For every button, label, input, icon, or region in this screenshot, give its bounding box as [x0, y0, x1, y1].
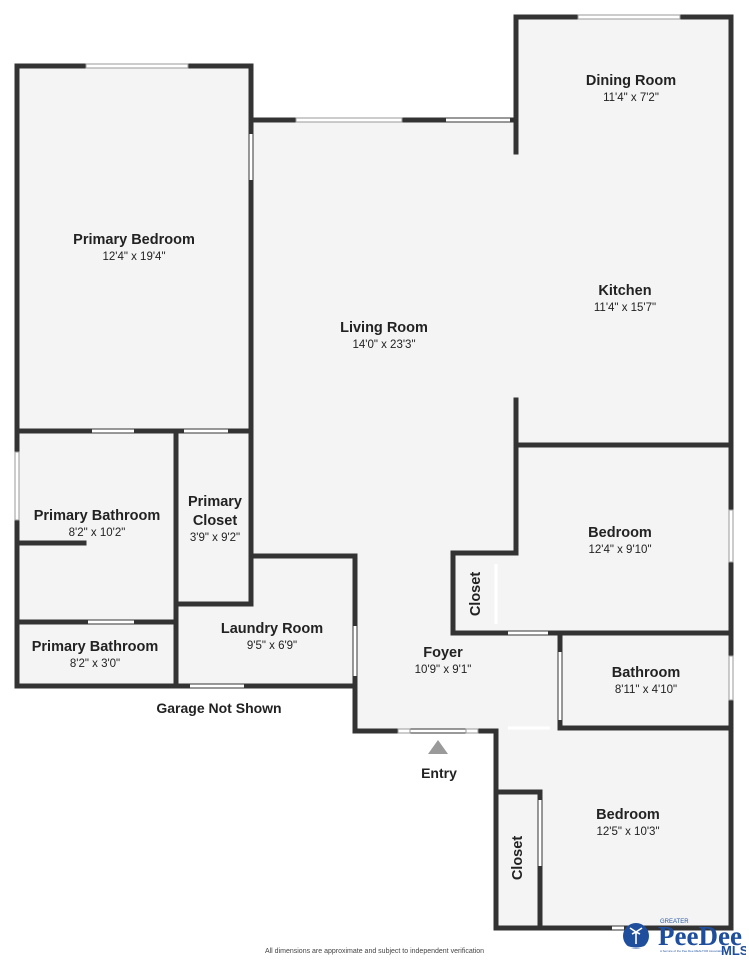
room-dims-primary-bathroom-1: 8'2" x 10'2": [69, 527, 126, 539]
room-dims-bathroom: 8'11" x 4'10": [615, 684, 677, 696]
room-dims-primary-closet: 3'9" x 9'2": [190, 532, 240, 544]
peedee-mls-logo: GREATER PeeDee MLS A Service of the Pee …: [623, 919, 746, 956]
windows: [15, 15, 733, 930]
room-dims-primary-bathroom-2: 8'2" x 3'0": [70, 658, 120, 670]
palmetto-icon: [623, 923, 649, 949]
room-name-foyer: Foyer: [423, 645, 463, 661]
room-name-primary-closet-line1: Primary: [188, 494, 242, 510]
room-name-kitchen: Kitchen: [598, 283, 651, 299]
room-name-bedroom-2: Bedroom: [596, 807, 660, 823]
room-dims-laundry-room: 9'5" x 6'9": [247, 640, 297, 652]
room-dims-bedroom-1: 12'4" x 9'10": [588, 544, 651, 556]
room-name-living-room: Living Room: [340, 320, 428, 336]
room-name-closet-2: Closet: [510, 836, 526, 880]
room-dims-primary-bedroom: 12'4" x 19'4": [102, 251, 165, 263]
window-frames: [14, 14, 734, 734]
room-dims-dining-room: 11'4" x 7'2": [603, 92, 659, 104]
entry-arrow-icon: [428, 740, 448, 754]
room-dims-bedroom-2: 12'5" x 10'3": [596, 826, 659, 838]
logo-top-text: GREATER: [660, 919, 689, 925]
logo-main-text: PeeDee: [658, 921, 742, 951]
room-name-primary-bedroom: Primary Bedroom: [73, 232, 195, 248]
logo-mls-text: MLS: [721, 943, 746, 956]
room-name-bedroom-1: Bedroom: [588, 525, 652, 541]
floor-fills: [17, 17, 731, 928]
room-name-bathroom: Bathroom: [612, 665, 680, 681]
room-dims-living-room: 14'0" x 23'3": [352, 339, 415, 351]
room-dims-foyer: 10'9" x 9'1": [415, 664, 472, 676]
logo-tagline: A Service of the Pee Dee REALTOR Associa…: [660, 949, 725, 953]
room-name-laundry-room: Laundry Room: [221, 621, 323, 637]
room-name-primary-bathroom-2: Primary Bathroom: [32, 639, 159, 655]
garage-note: Garage Not Shown: [156, 700, 281, 716]
room-name-closet-1: Closet: [468, 572, 484, 616]
room-name-primary-bathroom-1: Primary Bathroom: [34, 508, 161, 524]
entry-label: Entry: [421, 765, 457, 781]
dimensions-footnote: All dimensions are approximate and subje…: [264, 948, 485, 955]
room-name-dining-room: Dining Room: [586, 73, 676, 89]
room-name-primary-closet-line2: Closet: [193, 513, 237, 529]
room-dims-kitchen: 11'4" x 15'7": [594, 302, 656, 314]
